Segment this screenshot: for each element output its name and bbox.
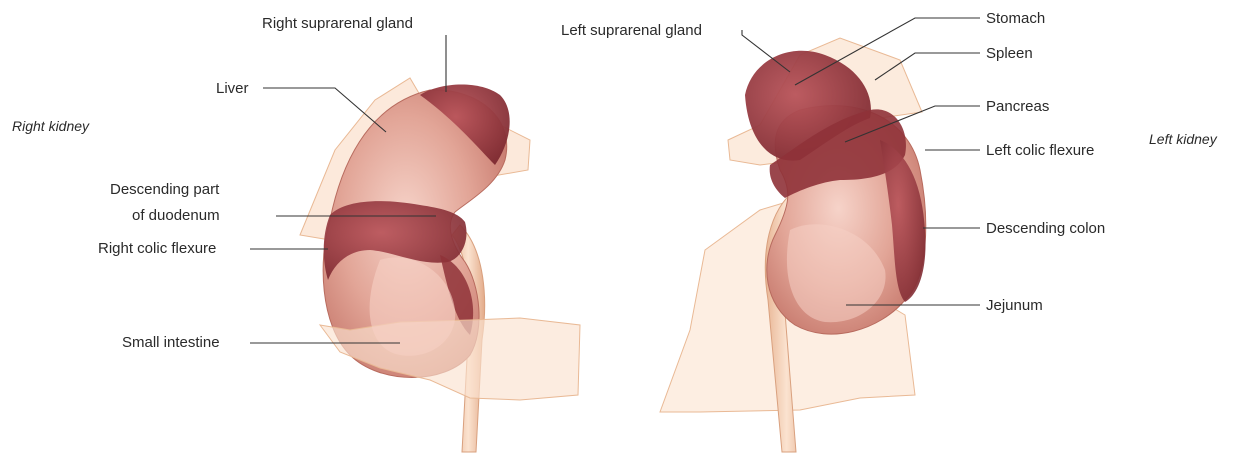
label-left-colic-flexure: Left colic flexure [986,142,1094,159]
right-kidney-side-label: Right kidney [12,118,90,134]
left-kidney-illustration [660,38,926,452]
label-liver: Liver [216,80,249,97]
label-duodenum-line1: Descending part [110,181,220,198]
label-stomach: Stomach [986,10,1045,27]
label-right-colic-flexure: Right colic flexure [98,240,216,257]
label-right-suprarenal-gland: Right suprarenal gland [262,15,413,32]
right-kidney-illustration [300,78,580,452]
left-kidney-side-label: Left kidney [1149,131,1218,147]
label-pancreas: Pancreas [986,98,1049,115]
label-descending-colon: Descending colon [986,220,1105,237]
label-spleen: Spleen [986,45,1033,62]
label-left-suprarenal-gland: Left suprarenal gland [561,22,702,39]
label-duodenum-line2: of duodenum [132,207,220,224]
label-jejunum: Jejunum [986,297,1043,314]
label-small-intestine: Small intestine [122,334,220,351]
